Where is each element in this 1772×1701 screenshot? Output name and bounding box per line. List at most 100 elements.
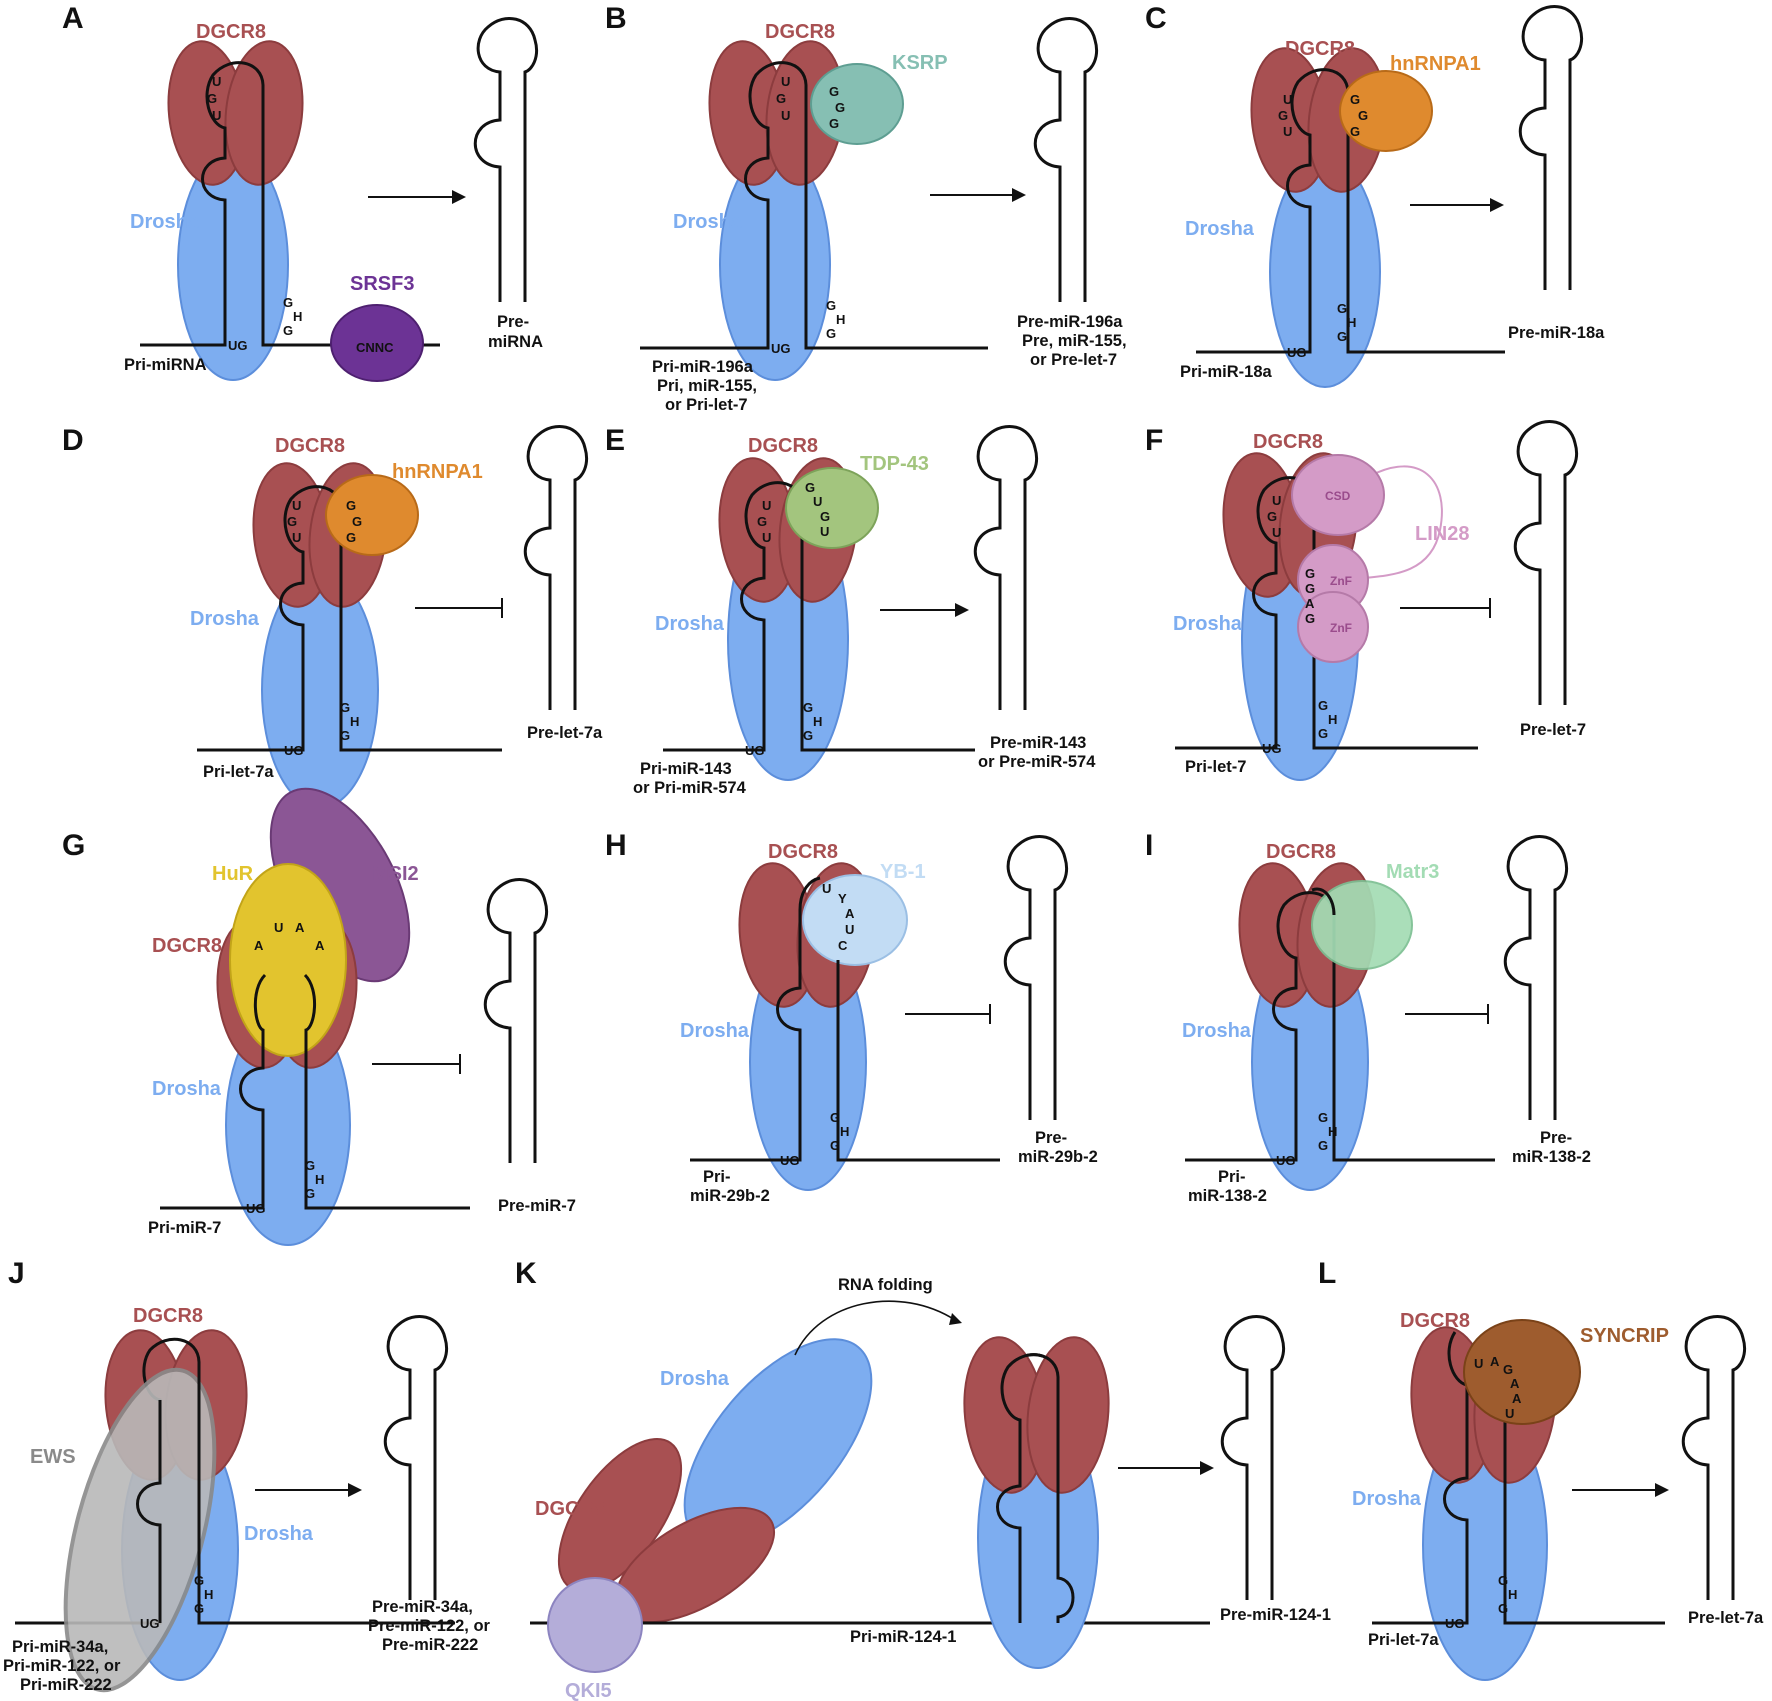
motif-nt: G: [805, 480, 815, 495]
nt-label: G: [803, 700, 813, 715]
pri-mirna-hairpin: [1196, 68, 1505, 354]
matr3-label: Matr3: [1386, 861, 1439, 883]
nt-label: G: [803, 728, 813, 743]
motif-nt: G: [1305, 581, 1315, 596]
nt-label: G: [1267, 509, 1277, 524]
csd-label: CSD: [1325, 489, 1351, 503]
pri-label: Pri-miRNA: [124, 356, 207, 374]
pre-label: Pre-let-7: [1520, 721, 1586, 739]
dgcr8-label: DGCR8: [535, 1498, 605, 1520]
msi2-label: MSI2: [372, 863, 419, 885]
ug-label: UG: [745, 743, 765, 758]
pri-label: Pri-miR-18a: [1180, 363, 1273, 381]
motif-nt: U: [813, 494, 822, 509]
panel-f: F CSD ZnF ZnF U G U G G A G G H G UG DGC…: [1145, 419, 1586, 781]
pre-label: Pre-let-7a: [1688, 1609, 1764, 1627]
nt-label: G: [1498, 1573, 1508, 1588]
nt-label: H: [840, 1124, 849, 1139]
motif-nt: G: [1305, 611, 1315, 626]
nt-label: G: [283, 323, 293, 338]
hur-label: HuR: [212, 863, 254, 885]
ug-label: UG: [246, 1201, 266, 1216]
pre-label: Pre-let-7a: [527, 724, 603, 742]
nt-label: G: [305, 1186, 315, 1201]
nt-label: U: [762, 530, 771, 545]
nt-label: U: [762, 498, 771, 513]
nt-label: G: [1318, 1138, 1328, 1153]
motif-nt: U: [820, 524, 829, 539]
nt-label: H: [204, 1587, 213, 1602]
znf-label: ZnF: [1330, 574, 1352, 588]
pre-mirna-hairpin: [1220, 1314, 1286, 1602]
motif-nt: G: [1350, 92, 1360, 107]
drosha-label: Drosha: [152, 1078, 222, 1100]
pre-label: Pre-miR-18a: [1508, 324, 1605, 342]
motif-nt: G: [346, 530, 356, 545]
dgcr8-label: DGCR8: [1400, 1310, 1470, 1332]
motif-nt: A: [1305, 596, 1315, 611]
panel-letter: I: [1145, 829, 1153, 862]
motif-nt: A: [295, 920, 305, 935]
nt-label: U: [781, 108, 790, 123]
motif-nt: G: [1503, 1362, 1513, 1377]
motif-nt: A: [254, 938, 264, 953]
panel-h: H U Y A U C G H G UG DGCR8 YB-1 Drosha P…: [605, 829, 1098, 1205]
nt-label: G: [1337, 301, 1347, 316]
nt-label: U: [1283, 92, 1292, 107]
pre-label: Pre-miR-122, or: [368, 1617, 491, 1635]
pre-mirna-hairpin: [1518, 4, 1584, 292]
ksrp-shape: [810, 63, 904, 145]
pre-label: Pre-miR-124-1: [1220, 1606, 1331, 1624]
nt-label: H: [1328, 712, 1337, 727]
motif-nt: U: [822, 881, 831, 896]
dgcr8-label: DGCR8: [133, 1305, 203, 1327]
pre-mirna-hairpin: [483, 877, 549, 1165]
hur-shape: [229, 863, 347, 1057]
motif-nt: A: [845, 906, 855, 921]
dgcr8-label: DGCR8: [152, 935, 222, 957]
dgcr8-label: DGCR8: [765, 21, 835, 43]
ews-label: EWS: [30, 1446, 76, 1468]
pri-mirna-hairpin: [197, 485, 502, 752]
pri-label: or Pri-let-7: [665, 396, 748, 414]
nt-label: H: [1328, 1124, 1337, 1139]
panel-letter: D: [62, 424, 84, 457]
srsf3-shape: [330, 304, 424, 382]
motif-nt: U: [1474, 1356, 1483, 1371]
yb1-label: YB-1: [880, 861, 926, 883]
ug-label: UG: [284, 743, 304, 758]
pre-label: Pre-miR-34a,: [372, 1598, 473, 1616]
motif-nt: G: [829, 84, 839, 99]
ug-label: UG: [780, 1153, 800, 1168]
pri-label: Pri-let-7a: [203, 763, 274, 781]
pre-label: Pre-: [1035, 1129, 1067, 1147]
panel-c: C U G U G G G G H G UG DGCR8 hnRNPA1 Dro…: [1145, 2, 1605, 388]
pre-label: Pre-miR-143: [990, 734, 1086, 752]
ug-label: UG: [1445, 1616, 1465, 1631]
pre-label: Pre, miR-155,: [1022, 332, 1127, 350]
panel-a: A U G U G H G UG DGCR8 Drosha SRSF3 CNNC…: [62, 2, 543, 382]
nt-label: H: [1347, 315, 1356, 330]
pre-label: miRNA: [488, 333, 543, 351]
motif-nt: U: [1505, 1406, 1514, 1421]
dgcr8-label: DGCR8: [275, 435, 345, 457]
panel-letter: J: [8, 1257, 25, 1290]
pri-label: Pri-miR-143: [640, 760, 732, 778]
znf-label: ZnF: [1330, 621, 1352, 635]
motif-nt: A: [1490, 1354, 1500, 1369]
pri-label: Pri-miR-124-1: [850, 1628, 956, 1646]
pri-label: Pri-miR-122, or: [3, 1657, 121, 1675]
arrow-head: [955, 603, 969, 617]
panel-i: I G H G UG DGCR8 Matr3 Drosha Pri- miR-1…: [1145, 829, 1591, 1205]
pri-label: Pri, miR-155,: [657, 377, 757, 395]
rna-overlay: [136, 1400, 162, 1623]
pri-label: Pri-miR-222: [20, 1676, 112, 1694]
pre-mirna-hairpin: [1033, 16, 1099, 304]
nt-label: H: [813, 714, 822, 729]
nt-label: G: [305, 1158, 315, 1173]
tdp43-label: TDP-43: [860, 453, 929, 475]
pri-label: Pri-let-7: [1185, 758, 1246, 776]
dgcr8-label: DGCR8: [1266, 841, 1336, 863]
motif-nt: G: [1305, 566, 1315, 581]
pre-mirna-hairpin: [973, 424, 1039, 712]
